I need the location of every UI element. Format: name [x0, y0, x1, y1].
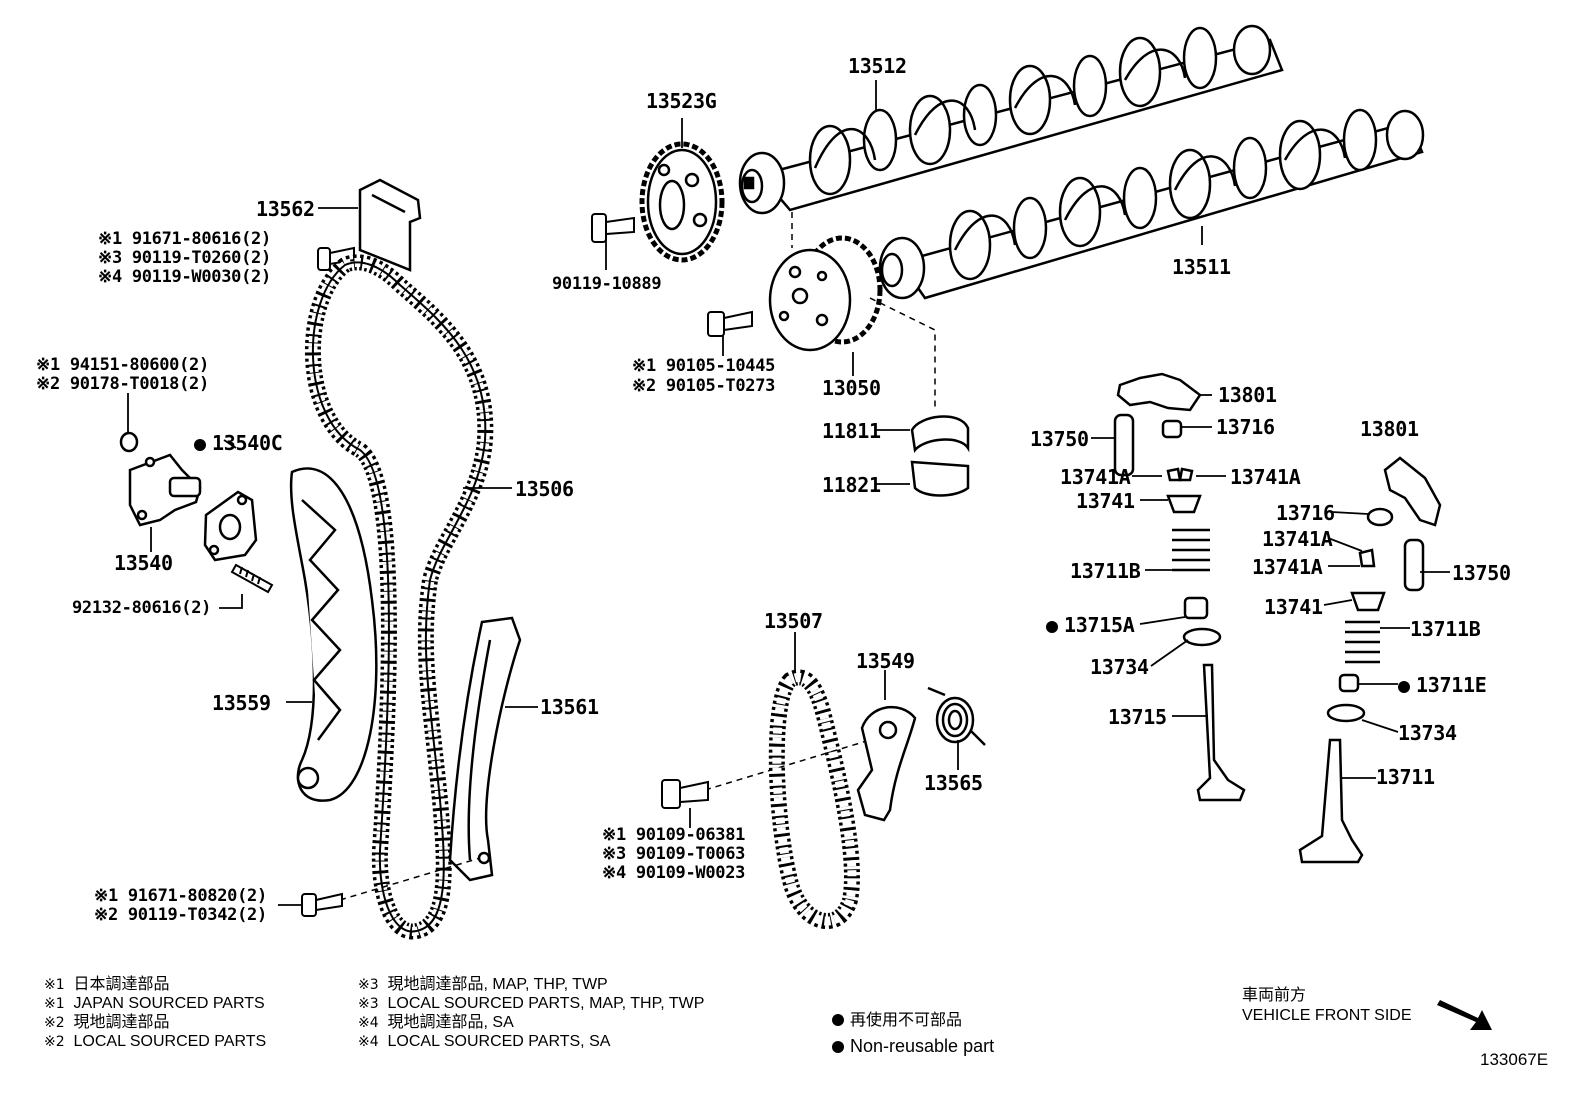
camshaft-13511 — [878, 108, 1425, 300]
chain-guide-13561 — [448, 616, 522, 882]
tensioner-13540 — [119, 431, 202, 527]
rocker-arm-13801a — [1116, 372, 1202, 412]
label-13050: 13050 — [822, 376, 881, 400]
valve-components-right — [1298, 507, 1425, 864]
label-94151-80600: ※1 94151-80600(2) — [36, 355, 209, 375]
label-90119-W0030: ※4 90119-W0030(2) — [98, 267, 271, 287]
leader-lines — [127, 80, 1450, 906]
label-13734-right: 13734 — [1398, 721, 1457, 745]
legend-nonreusable-ja: 再使用不可部品 — [832, 1011, 962, 1031]
label-13715: 13715 — [1108, 705, 1167, 729]
label-90105-T0273: ※2 90105-T0273 — [632, 376, 776, 396]
label-92132-80616: 92132-80616(2) — [72, 598, 212, 618]
nonreusable-dot-icon — [1046, 621, 1058, 633]
label-90109-06381: ※1 90109-06381 — [602, 825, 746, 845]
label-90119-T0260: ※3 90119-T0260(2) — [98, 248, 271, 268]
nonreusable-dot-icon — [832, 1041, 844, 1053]
label-13506: 13506 — [515, 477, 574, 501]
label-13562: 13562 — [256, 197, 315, 221]
label-91671-80820: ※1 91671-80820(2) — [94, 886, 267, 906]
stud-92132 — [230, 563, 274, 594]
label-13711: 13711 — [1376, 765, 1435, 789]
spring-13565 — [927, 686, 986, 746]
label-90119-T0342: ※2 90119-T0342(2) — [94, 905, 267, 925]
label-13741A-right-2: 13741A — [1252, 555, 1323, 579]
valve-components-left — [1161, 419, 1246, 802]
label-13711B-left: 13711B — [1070, 559, 1141, 583]
gasket-13540C — [203, 490, 258, 562]
figure-code: 133067E — [1480, 1050, 1549, 1069]
cam-phaser-13050 — [768, 235, 883, 352]
label-13734-left: 13734 — [1090, 655, 1149, 679]
bearing-11811 — [910, 415, 970, 453]
bolt-90119-10889 — [591, 213, 635, 243]
label-13801-left: 13801 — [1218, 383, 1277, 407]
label-13716-right: 13716 — [1276, 501, 1335, 525]
label-13512: 13512 — [848, 54, 907, 78]
reference-lines — [339, 212, 936, 901]
legend-note-3-ja: ※3 現地調達部品, MAP, THP, TWP — [358, 976, 608, 993]
nonreusable-dot-icon — [832, 1014, 844, 1026]
front-arrow-icon — [1437, 1000, 1492, 1030]
label-13741A-left-1: 13741A — [1060, 465, 1131, 489]
label-13540C: 13540C — [194, 432, 283, 454]
label-90109-W0023: ※4 90109-W0023 — [602, 863, 746, 883]
label-91671-80616: ※1 91671-80616(2) — [98, 229, 271, 249]
legend-note-2-en: ※2 LOCAL SOURCED PARTS — [44, 1033, 267, 1050]
bolt-90109 — [661, 779, 709, 809]
front-side-en: VEHICLE FRONT SIDE — [1242, 1007, 1412, 1024]
lash-adjuster-13750a — [1113, 413, 1135, 477]
label-11811: 11811 — [822, 419, 881, 443]
label-90105-10445: ※1 90105-10445 — [632, 356, 776, 376]
chain-damper-13549 — [856, 705, 917, 822]
label-13741-left: 13741 — [1076, 489, 1135, 513]
nonreusable-dot-icon — [1398, 681, 1410, 693]
label-13750-right: 13750 — [1452, 561, 1511, 585]
timing-chain-13506 — [305, 254, 494, 940]
label-13711E: 13711E — [1398, 674, 1487, 696]
label-13559: 13559 — [212, 691, 271, 715]
label-13715A: 13715A — [1046, 614, 1135, 636]
label-13549: 13549 — [856, 649, 915, 673]
label-13561: 13561 — [540, 695, 599, 719]
label-90109-T0063: ※3 90109-T0063 — [602, 844, 746, 864]
label-11821: 11821 — [822, 473, 881, 497]
label-13741A-right-1: 13741A — [1262, 527, 1333, 551]
label-13511: 13511 — [1172, 255, 1231, 279]
legend-note-1-ja: ※1 日本調達部品 — [44, 976, 170, 993]
camshaft-13512 — [738, 24, 1284, 215]
bearing-11821 — [910, 460, 970, 497]
label-13750-left: 13750 — [1030, 427, 1089, 451]
label-13741-right: 13741 — [1264, 595, 1323, 619]
label-13716-left: 13716 — [1216, 415, 1275, 439]
oil-pump-chain-13507 — [768, 669, 860, 929]
front-side-ja: 車両前方 — [1242, 987, 1307, 1004]
label-13565: 13565 — [924, 771, 983, 795]
legend-note-4-ja: ※4 現地調達部品, SA — [358, 1014, 514, 1031]
legend-note-2-ja: ※2 現地調達部品 — [44, 1014, 170, 1031]
legend-note-4-en: ※4 LOCAL SOURCED PARTS, SA — [358, 1033, 611, 1050]
chain-guide-13562 — [358, 178, 422, 272]
label-13507: 13507 — [764, 609, 823, 633]
label-90119-10889: 90119-10889 — [552, 274, 662, 294]
label-13711B-right: 13711B — [1410, 617, 1481, 641]
rocker-arm-13801b — [1383, 456, 1442, 527]
label-13523G: 13523G — [646, 89, 717, 113]
legend-note-3-en: ※3 LOCAL SOURCED PARTS, MAP, THP, TWP — [358, 995, 705, 1012]
label-13801-right: 13801 — [1360, 417, 1419, 441]
label-13741A-left-2: 13741A — [1230, 465, 1301, 489]
label-13540: 13540 — [114, 551, 173, 575]
legend-note-1-en: ※1 JAPAN SOURCED PARTS — [44, 995, 265, 1012]
tensioner-arm-13559 — [289, 467, 378, 802]
nonreusable-dot-icon — [194, 439, 206, 451]
label-90178-T0018: ※2 90178-T0018(2) — [36, 374, 209, 394]
legend-nonreusable-en: Non-reusable part — [832, 1036, 994, 1056]
bolt-91671-80820 — [301, 892, 343, 917]
sprocket-13523G — [639, 141, 725, 263]
bolt-90105 — [707, 310, 753, 337]
